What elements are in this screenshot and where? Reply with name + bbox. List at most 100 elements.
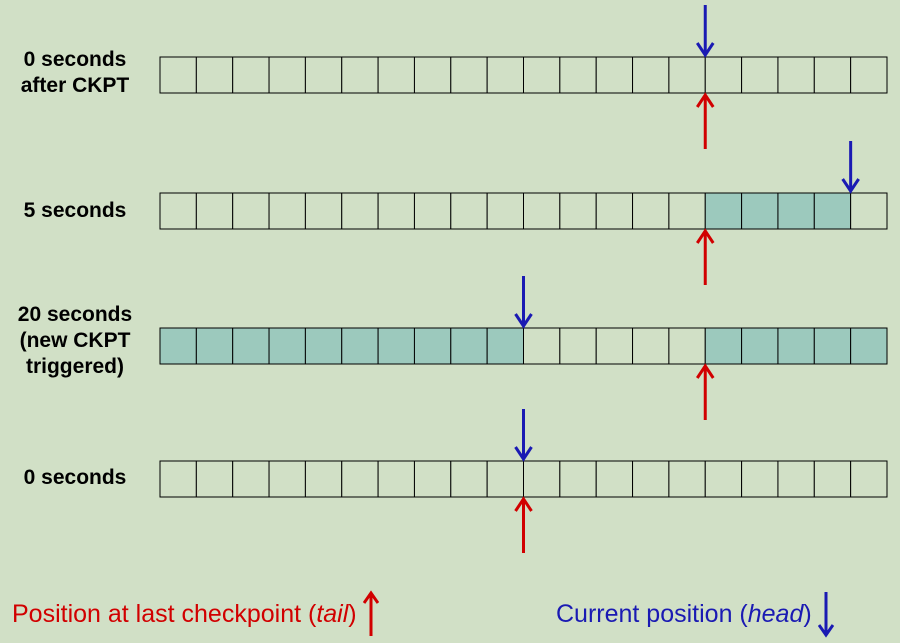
head-arrow-icon	[841, 141, 860, 194]
head-arrow-icon	[696, 5, 715, 58]
log-cell	[341, 460, 379, 498]
log-cell	[777, 192, 815, 230]
legend-head-close: )	[803, 599, 812, 628]
tail-arrow-icon	[696, 92, 715, 149]
log-cell	[159, 192, 197, 230]
log-cell	[413, 56, 452, 94]
log-cell	[595, 56, 634, 94]
log-cell	[304, 327, 343, 365]
log-cell	[377, 56, 415, 94]
row-0-line-1: after CKPT	[20, 74, 130, 97]
log-cell	[850, 192, 888, 230]
log-cell	[595, 192, 634, 230]
blue-down-arrow-icon	[817, 592, 834, 638]
row-0-line-0: 0 seconds	[23, 48, 127, 71]
log-cell	[413, 460, 452, 498]
log-cell	[813, 327, 852, 365]
log-cell	[450, 56, 488, 94]
log-cell	[741, 56, 779, 94]
log-cell	[486, 460, 524, 498]
log-cell	[668, 460, 706, 498]
log-cell	[232, 56, 270, 94]
log-cell	[813, 460, 852, 498]
log-cell	[850, 56, 888, 94]
log-cell	[741, 192, 779, 230]
log-cell	[377, 327, 415, 365]
log-cell	[704, 56, 743, 94]
row-label-3: 0 seconds	[0, 465, 150, 491]
log-cell	[159, 56, 197, 94]
log-cell	[268, 327, 306, 365]
log-cell	[377, 192, 415, 230]
legend-tail-em: tail	[316, 599, 349, 628]
log-cell	[195, 460, 234, 498]
row-3-line-0: 0 seconds	[23, 466, 127, 489]
log-cell	[159, 460, 197, 498]
log-cell	[450, 460, 488, 498]
row-1-line-0: 5 seconds	[23, 199, 127, 222]
log-cell	[341, 56, 379, 94]
log-cell	[777, 56, 815, 94]
log-cell	[450, 327, 488, 365]
tail-arrow-icon	[696, 228, 715, 285]
log-cell	[523, 327, 561, 365]
log-cell	[559, 460, 597, 498]
log-cell	[232, 460, 270, 498]
row-label-1: 5 seconds	[0, 198, 150, 224]
log-cell	[850, 327, 888, 365]
log-cell	[704, 460, 743, 498]
log-cell	[195, 327, 234, 365]
log-cell	[413, 192, 452, 230]
log-cell	[268, 192, 306, 230]
log-cell	[341, 327, 379, 365]
row-2-line-2: triggered)	[25, 355, 124, 378]
log-cell	[159, 327, 197, 365]
tail-arrow-icon	[514, 496, 533, 553]
log-cell	[813, 192, 852, 230]
log-cell	[668, 56, 706, 94]
log-buffer-row-0	[159, 56, 888, 94]
log-cell	[741, 460, 779, 498]
log-cell	[341, 192, 379, 230]
log-buffer-row-1	[159, 192, 888, 230]
legend-head-em: head	[747, 599, 804, 628]
log-cell	[632, 460, 670, 498]
log-cell	[668, 327, 706, 365]
log-cell	[486, 56, 524, 94]
legend-head-text: Current position (	[556, 599, 748, 628]
row-2-line-1: (new CKPT	[19, 329, 131, 352]
log-cell	[304, 56, 343, 94]
log-cell	[632, 327, 670, 365]
log-cell	[304, 192, 343, 230]
log-buffer-row-3	[159, 460, 888, 498]
log-cell	[486, 192, 524, 230]
legend-head: Current position (head)	[556, 590, 834, 638]
legend-tail: Position at last checkpoint (tail)	[12, 590, 379, 638]
log-cell	[632, 56, 670, 94]
log-cell	[850, 460, 888, 498]
log-cell	[523, 56, 561, 94]
log-cell	[195, 56, 234, 94]
log-cell	[304, 460, 343, 498]
log-cell	[559, 192, 597, 230]
log-cell	[268, 460, 306, 498]
tail-arrow-icon	[696, 363, 715, 420]
log-cell	[268, 56, 306, 94]
log-cell	[777, 327, 815, 365]
log-cell	[813, 56, 852, 94]
row-2-line-0: 20 seconds	[17, 303, 133, 326]
log-cell	[450, 192, 488, 230]
log-cell	[523, 192, 561, 230]
log-cell	[523, 460, 561, 498]
log-cell	[486, 327, 524, 365]
log-cell	[632, 192, 670, 230]
log-cell	[413, 327, 452, 365]
legend-tail-text: Position at last checkpoint (	[12, 599, 317, 628]
log-cell	[559, 327, 597, 365]
log-cell	[704, 327, 743, 365]
head-arrow-icon	[514, 276, 533, 329]
row-label-2: 20 seconds (new CKPT triggered)	[0, 302, 150, 380]
log-cell	[232, 192, 270, 230]
log-cell	[559, 56, 597, 94]
